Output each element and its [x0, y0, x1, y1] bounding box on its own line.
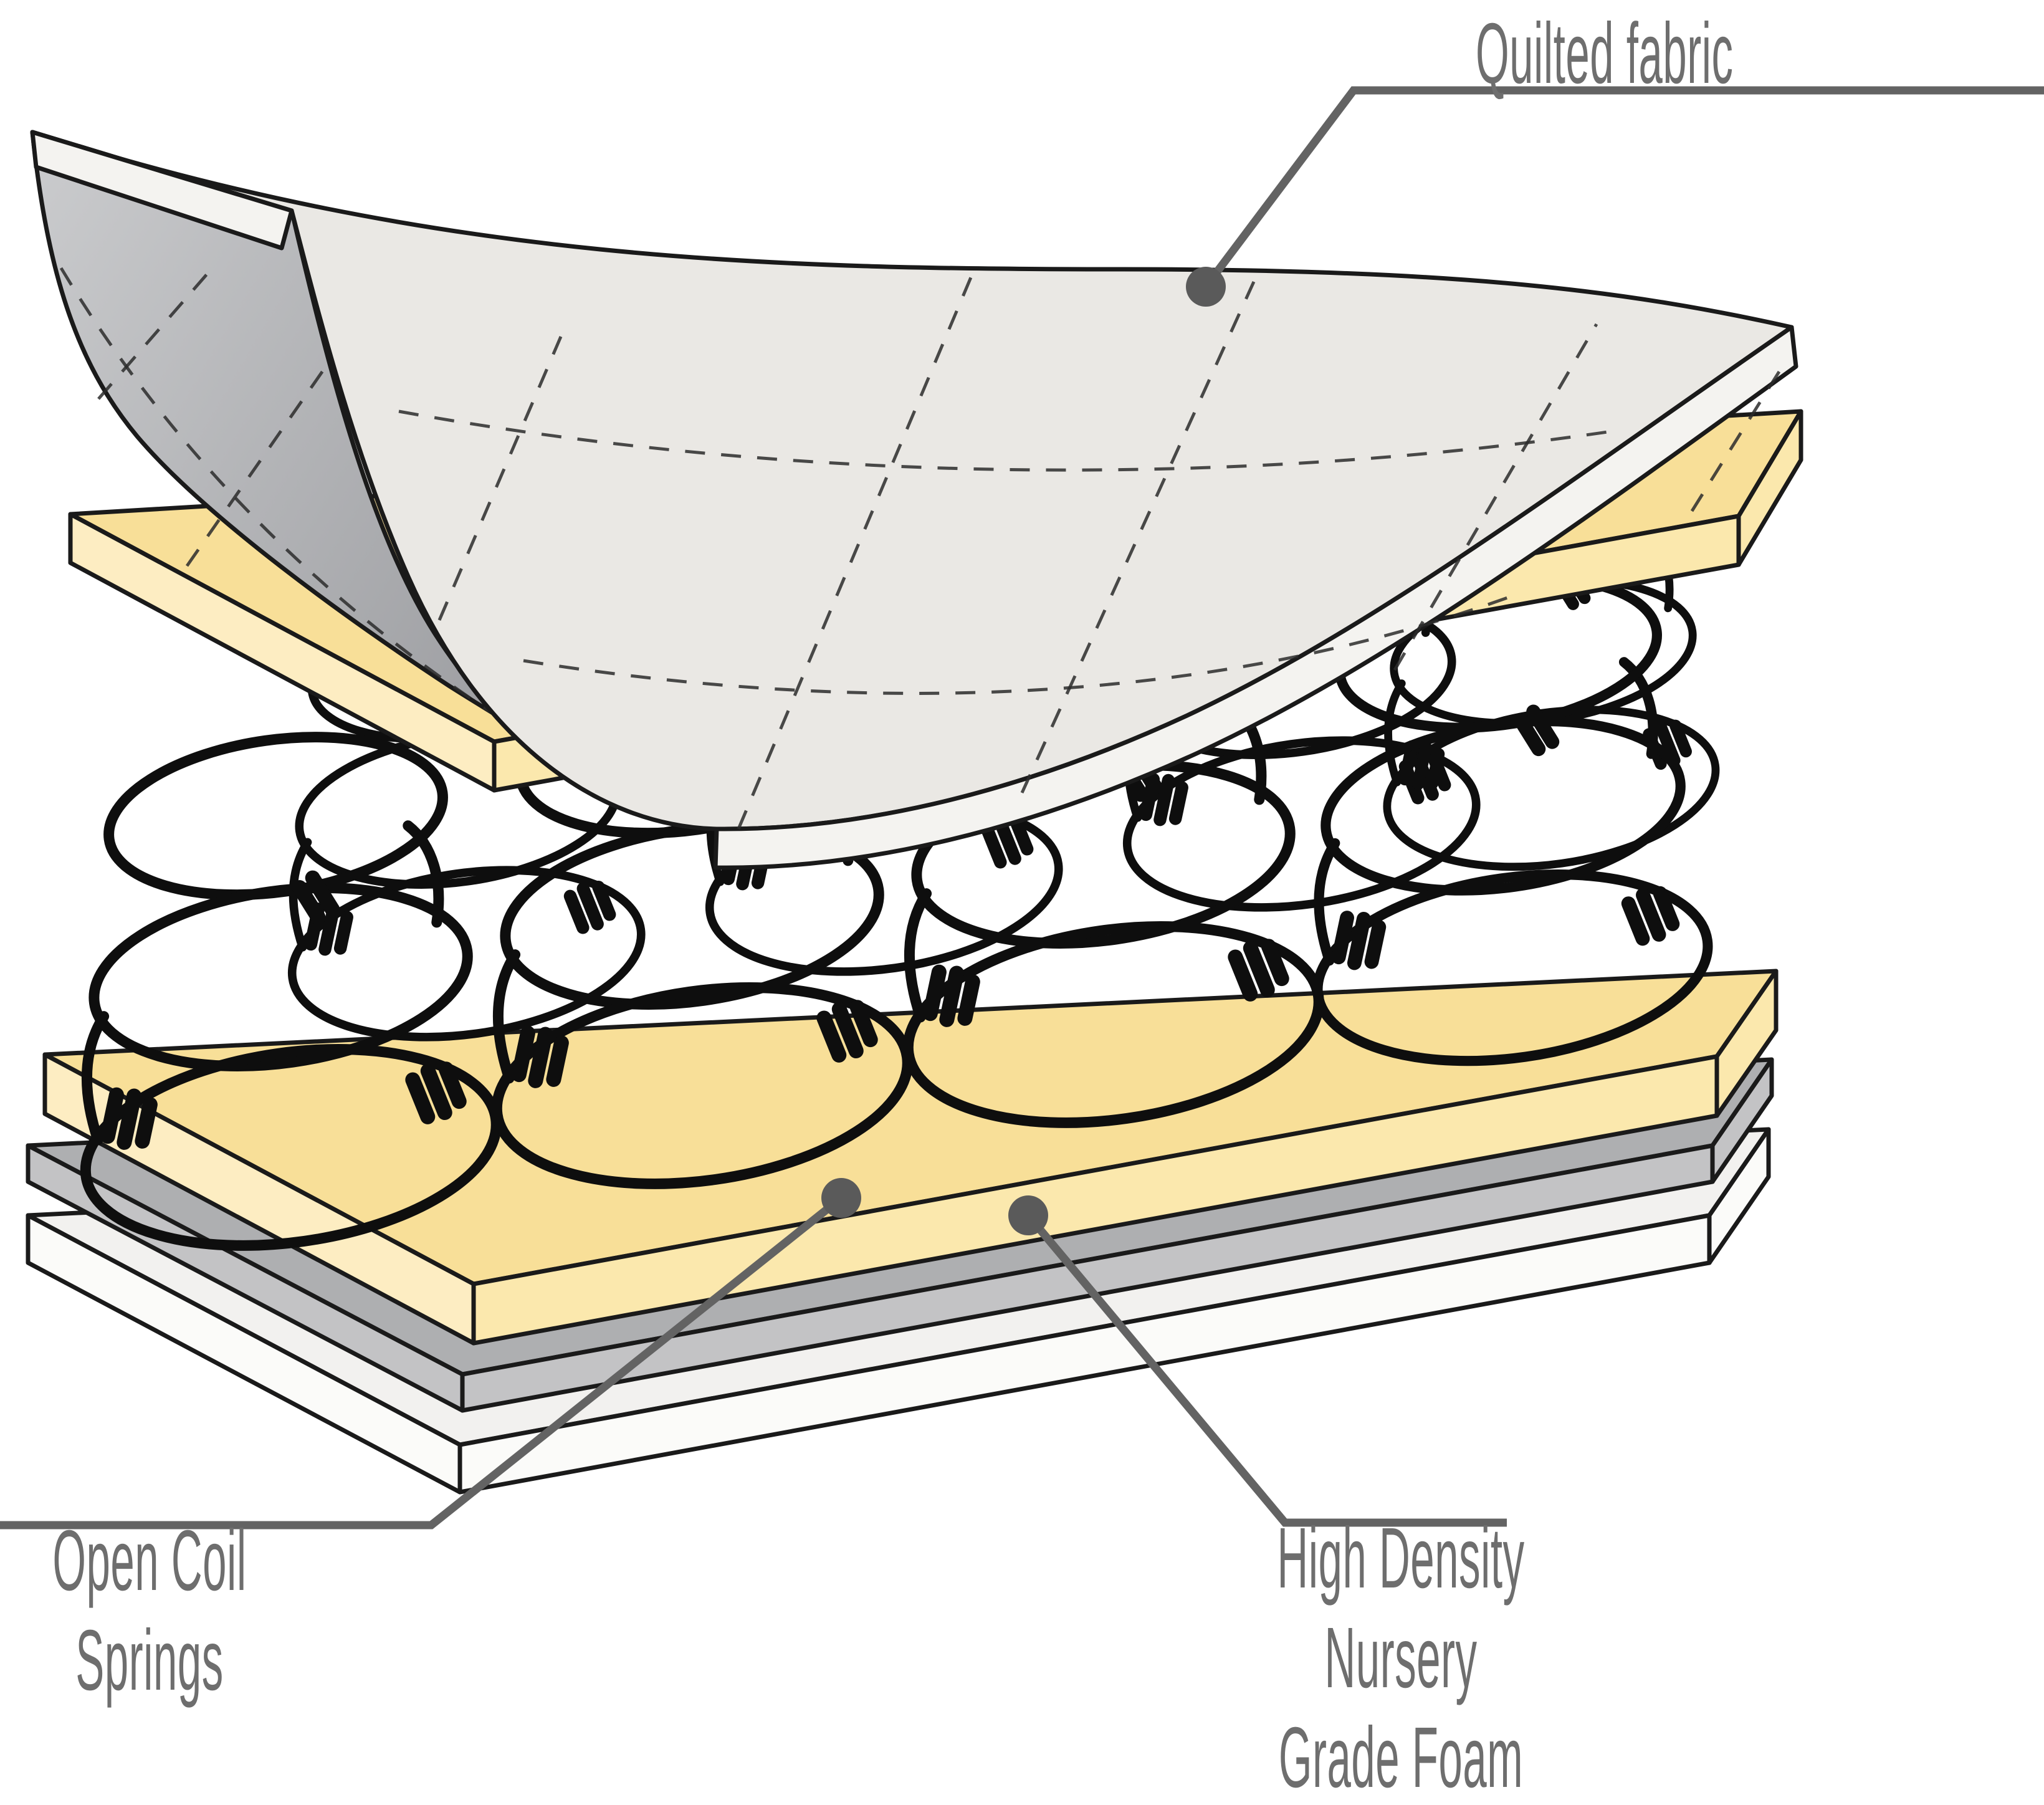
label-line: Springs	[75, 1612, 224, 1709]
callout-dot-quilted-fabric	[1186, 267, 1226, 307]
callout-dot-high-density-foam	[1008, 1195, 1048, 1235]
label-quilted-fabric: Quilted fabric	[1476, 4, 1787, 103]
callout-dot-open-coil-springs	[821, 1178, 861, 1218]
label-line: Nursery	[1324, 1610, 1478, 1707]
fabric-edge-band-front	[713, 325, 1798, 870]
fabric-edge-band-left	[30, 130, 294, 251]
leader-line-open-coil-springs	[0, 1194, 844, 1530]
leader-line-quilted-fabric	[1202, 86, 2044, 289]
leader-line-high-density-foam	[1025, 1212, 1507, 1527]
callouts	[0, 86, 2044, 1530]
label-line: Open Coil	[52, 1513, 247, 1609]
label-open-coil-springs: Open Coil Springs	[0, 1511, 305, 1710]
label-line: Quilted fabric	[1476, 6, 1734, 102]
quilted-fabric-layer	[30, 130, 1798, 870]
label-line: Grade Foam	[1278, 1710, 1524, 1805]
label-high-density-foam: High Density Nursery Grade Foam	[1245, 1508, 1557, 1805]
label-line: High Density	[1277, 1510, 1525, 1606]
